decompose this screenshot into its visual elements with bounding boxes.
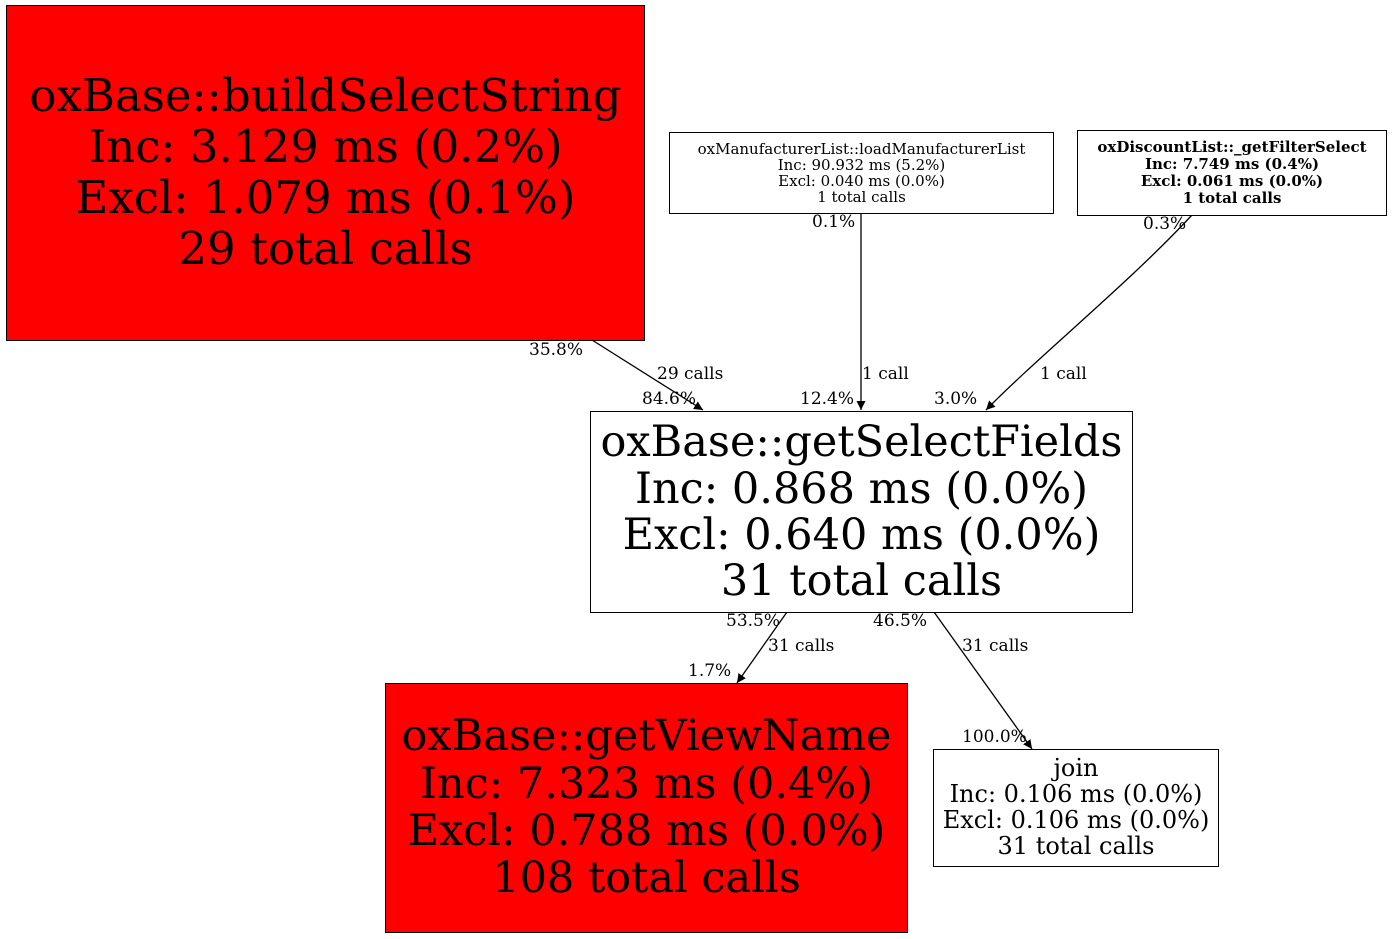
edge-label-head-pct: 84.6% [642,389,697,409]
node-inclusive-time: Inc: 7.749 ms (0.4%) [1144,155,1320,174]
node-getfilterselect[interactable]: oxDiscountList::_getFilterSelect Inc: 7.… [1077,130,1387,216]
edge-getselectfields-to-join [933,611,1033,750]
node-name: oxManufacturerList::loadManufacturerList [697,139,1026,158]
node-join[interactable]: join Inc: 0.106 ms (0.0%) Excl: 0.106 ms… [933,749,1219,867]
edge-label-calls: 29 calls [657,364,724,384]
edge-label-tail-pct: 0.1% [812,212,856,232]
node-exclusive-time: Excl: 0.040 ms (0.0%) [778,172,945,190]
edge-label-head-pct: 100.0% [962,727,1027,747]
node-inclusive-time: Inc: 0.868 ms (0.0%) [635,463,1088,514]
node-exclusive-time: Excl: 0.106 ms (0.0%) [942,806,1210,834]
edge-buildselectstring-to-getselectfields [591,339,704,411]
edge-getselectfields-to-getviewname [736,611,788,684]
node-name: oxDiscountList::_getFilterSelect [1097,138,1367,157]
node-exclusive-time: Excl: 0.640 ms (0.0%) [622,510,1101,560]
node-name: oxBase::buildSelectString [29,69,622,123]
edge-label-head-pct: 3.0% [934,389,978,409]
node-inclusive-time: Inc: 0.106 ms (0.0%) [949,780,1203,809]
edge-getfilterselect-to-getselectfields [985,214,1193,411]
node-name: join [1053,754,1099,783]
node-getselectfields[interactable]: oxBase::getSelectFields Inc: 0.868 ms (0… [590,411,1133,613]
node-total-calls: 31 total calls [997,831,1155,860]
node-total-calls: 108 total calls [492,853,801,904]
edge-label-calls: 1 call [1040,364,1087,384]
edge-label-calls: 31 calls [768,636,835,656]
node-exclusive-time: Excl: 1.079 ms (0.1%) [75,171,576,224]
edge-label-tail-pct: 53.5% [726,611,781,631]
node-getviewname[interactable]: oxBase::getViewName Inc: 7.323 ms (0.4%)… [385,683,908,933]
node-inclusive-time: Inc: 3.129 ms (0.2%) [88,120,563,174]
edge-label-head-pct: 1.7% [688,661,732,681]
node-exclusive-time: Excl: 0.788 ms (0.0%) [407,806,886,856]
node-loadmanufacturerlist[interactable]: oxManufacturerList::loadManufacturerList… [669,132,1054,214]
node-total-calls: 31 total calls [720,556,1003,607]
edge-label-calls: 31 calls [962,636,1029,656]
node-name: oxBase::getViewName [401,711,892,762]
edge-label-tail-pct: 0.3% [1143,214,1187,234]
node-total-calls: 29 total calls [178,221,473,275]
node-name: oxBase::getSelectFields [600,417,1123,468]
node-inclusive-time: Inc: 7.323 ms (0.4%) [420,758,873,809]
node-total-calls: 1 total calls [817,188,906,207]
edge-label-head-pct: 12.4% [800,389,855,409]
edge-label-tail-pct: 46.5% [873,611,928,631]
node-buildselectstring[interactable]: oxBase::buildSelectString Inc: 3.129 ms … [6,5,645,341]
edge-label-tail-pct: 35.8% [529,340,584,360]
node-inclusive-time: Inc: 90.932 ms (5.2%) [777,155,946,174]
edge-label-calls: 1 call [862,364,909,384]
node-total-calls: 1 total calls [1182,188,1282,207]
node-exclusive-time: Excl: 0.061 ms (0.0%) [1140,172,1324,190]
